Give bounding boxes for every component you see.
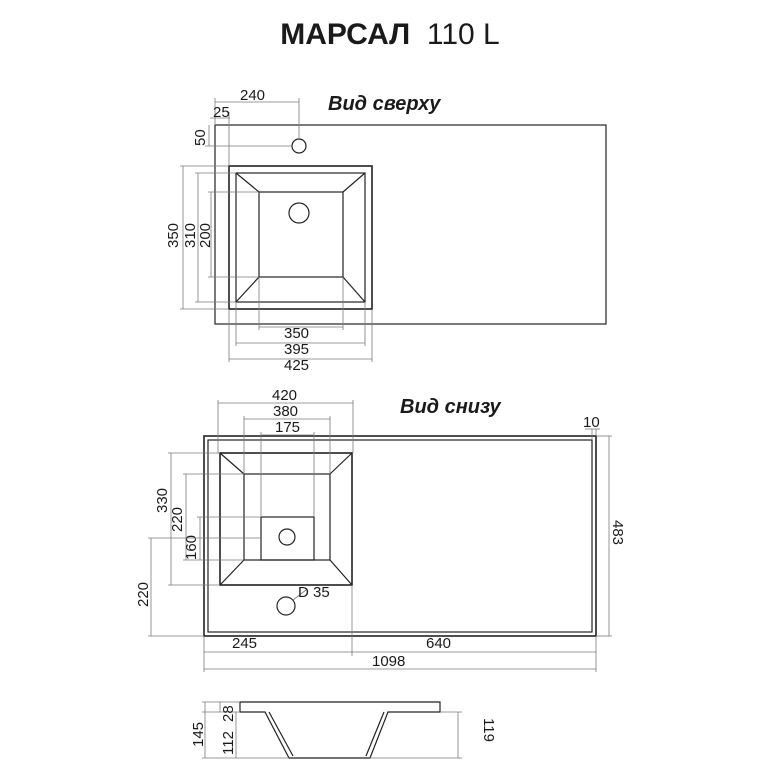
dim-200-vertical: 200 bbox=[197, 223, 214, 248]
top-basin bbox=[228, 165, 373, 310]
top-view: Вид сверху 240 25 50 bbox=[165, 87, 607, 374]
dim-10: 10 bbox=[583, 414, 600, 431]
bottom-inner-rim bbox=[207, 439, 593, 633]
dim-395-horizontal: 395 bbox=[284, 341, 309, 358]
dim-425-horizontal: 425 bbox=[284, 357, 309, 374]
bottom-outer-outline bbox=[203, 435, 597, 637]
dim-28: 28 bbox=[220, 705, 237, 722]
dim-483: 483 bbox=[609, 520, 626, 545]
dim-220: 220 bbox=[169, 507, 186, 532]
side-profile bbox=[239, 701, 441, 759]
dim-d35: D 35 bbox=[298, 584, 330, 601]
bottom-faucet-hole bbox=[276, 596, 296, 616]
dim-119: 119 bbox=[480, 718, 497, 742]
drawing-title: МАРСАЛ 110 L bbox=[0, 18, 780, 52]
bottom-view-label: Вид снизу bbox=[400, 396, 501, 418]
bottom-bowl bbox=[219, 452, 353, 586]
bottom-dimensions: 420 380 175 10 330 220 160 bbox=[135, 387, 626, 672]
dim-310-vertical: 310 bbox=[182, 223, 199, 248]
bottom-view: Вид снизу D 35 420 380 bbox=[135, 387, 626, 672]
dim-350-vertical: 350 bbox=[165, 223, 182, 248]
dim-175: 175 bbox=[275, 419, 300, 436]
dim-240: 240 bbox=[240, 87, 265, 104]
side-view: 145 28 112 119 bbox=[190, 701, 497, 759]
dim-1098: 1098 bbox=[372, 653, 405, 670]
dim-220-lower: 220 bbox=[135, 582, 152, 607]
product-name: МАРСАЛ bbox=[280, 18, 411, 51]
dim-160: 160 bbox=[183, 535, 200, 560]
top-dimensions: 240 25 50 350 310 200 350 bbox=[165, 87, 373, 374]
dim-25: 25 bbox=[213, 104, 230, 121]
dim-420: 420 bbox=[272, 387, 297, 404]
dim-245: 245 bbox=[232, 635, 257, 652]
dim-380: 380 bbox=[273, 403, 298, 420]
dim-145: 145 bbox=[190, 722, 207, 747]
dim-330: 330 bbox=[154, 488, 171, 513]
top-view-label: Вид сверху bbox=[328, 93, 441, 115]
dim-350-horizontal: 350 bbox=[284, 325, 309, 342]
product-model: 110 L bbox=[426, 18, 500, 51]
top-drain-hole bbox=[288, 202, 310, 224]
top-faucet-hole bbox=[291, 138, 307, 154]
dim-640: 640 bbox=[426, 635, 451, 652]
bottom-drain-hole bbox=[278, 528, 296, 546]
dim-112: 112 bbox=[220, 731, 237, 755]
bottom-drain-block bbox=[260, 516, 315, 561]
dim-50: 50 bbox=[192, 129, 209, 146]
top-countertop-outline bbox=[214, 124, 607, 325]
